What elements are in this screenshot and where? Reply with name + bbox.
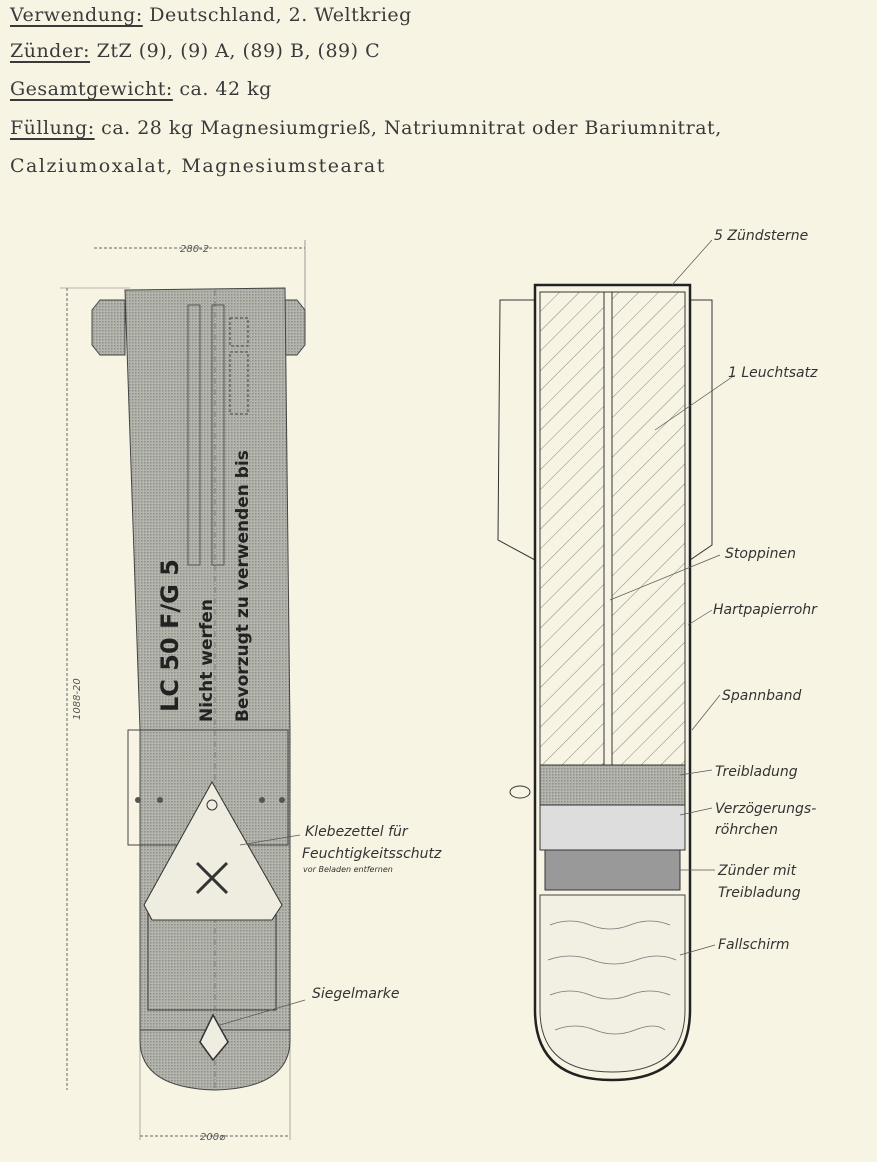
dimension-length: 1088-20 bbox=[60, 287, 130, 1090]
label-zuender-treibladung: Treibladung bbox=[718, 885, 801, 901]
dimension-diameter: 200⌀ bbox=[139, 1040, 291, 1143]
spec-fuellung-cont: Calziumoxalat, Magnesiumstearat bbox=[10, 155, 386, 177]
spec-value: ca. 42 kg bbox=[179, 78, 272, 100]
spec-gesamtgewicht: Gesamtgewicht: ca. 42 kg bbox=[10, 78, 272, 100]
dim-width-label: 280-2 bbox=[180, 244, 209, 255]
spec-value: ZtZ (9), (9) A, (89) B, (89) C bbox=[96, 40, 381, 62]
label-verzoegerung-2: röhrchen bbox=[715, 822, 778, 838]
spec-fuellung: Füllung: ca. 28 kg Magnesiumgrieß, Natri… bbox=[10, 117, 722, 139]
dim-length-label: 1088-20 bbox=[72, 678, 83, 720]
spec-value: Calziumoxalat, Magnesiumstearat bbox=[10, 155, 386, 177]
seal-mark bbox=[199, 1013, 229, 1062]
label-feuchtigkeitsschutz: Feuchtigkeitsschutz bbox=[302, 846, 442, 862]
label-leuchtsatz: 1 Leuchtsatz bbox=[728, 365, 818, 381]
label-vor-beladen: vor Beladen entfernen bbox=[303, 865, 393, 874]
label-hartpapierrohr: Hartpapierrohr bbox=[713, 602, 818, 618]
spec-value: ca. 28 kg Magnesiumgrieß, Natriumnitrat … bbox=[101, 117, 722, 139]
label-zuendsterne: 5 Zündsterne bbox=[714, 228, 808, 244]
label-stoppinen: Stoppinen bbox=[725, 546, 796, 562]
spec-key: Füllung: bbox=[10, 117, 95, 139]
spec-key: Zünder: bbox=[10, 40, 91, 62]
dim-diameter-label: 200⌀ bbox=[200, 1132, 226, 1143]
spec-verwendung: Verwendung: Deutschland, 2. Weltkrieg bbox=[10, 4, 412, 26]
stencil-nicht-werfen: Nicht werfen bbox=[197, 599, 217, 722]
label-treibladung: Treibladung bbox=[715, 764, 798, 780]
stencil-bevorzugt: Bevorzugt zu verwenden bis bbox=[233, 450, 253, 722]
label-verzoegerung: Verzögerungs- bbox=[715, 801, 816, 817]
label-spannband: Spannband bbox=[722, 688, 801, 704]
spec-value: Deutschland, 2. Weltkrieg bbox=[149, 4, 412, 26]
leader-lines bbox=[609, 239, 736, 956]
bomb-exterior: LC 50 F/G 5 Nicht werfen Bevorzugt zu ve… bbox=[91, 287, 306, 1091]
label-siegelmarke: Siegelmarke bbox=[312, 986, 399, 1002]
label-zuender: Zünder mit bbox=[717, 863, 797, 879]
section-view: 5 Zündsterne 1 Leuchtsatz Stoppinen Hart… bbox=[497, 228, 818, 1082]
stencil-type: LC 50 F/G 5 bbox=[156, 559, 184, 712]
exterior-view: 280-2 1088-20 200⌀ bbox=[60, 240, 442, 1143]
spec-key: Gesamtgewicht: bbox=[10, 78, 173, 100]
moisture-label-sticker bbox=[143, 780, 283, 921]
spec-key: Verwendung: bbox=[10, 4, 143, 26]
label-fallschirm: Fallschirm bbox=[718, 937, 790, 953]
spec-zuender: Zünder: ZtZ (9), (9) A, (89) B, (89) C bbox=[10, 40, 380, 62]
rivets bbox=[135, 797, 285, 803]
label-klebezettel: Klebezettel für bbox=[305, 824, 409, 840]
parachute bbox=[539, 894, 686, 1073]
